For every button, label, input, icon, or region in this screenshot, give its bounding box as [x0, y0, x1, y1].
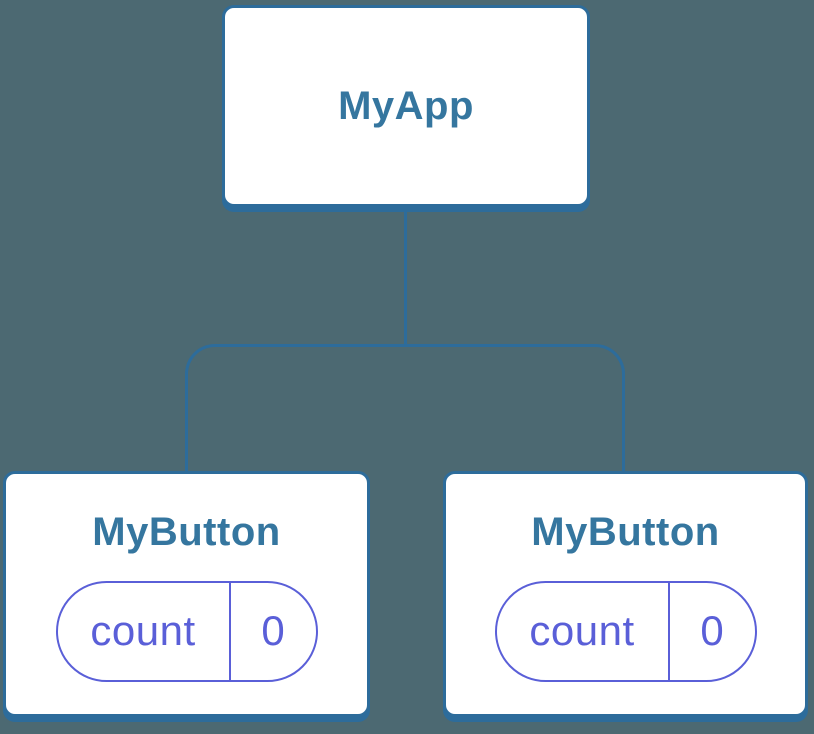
root-component-label: MyApp — [338, 84, 474, 128]
child-component-node-2: MyButton count 0 — [443, 471, 808, 717]
state-pill-divider — [667, 582, 670, 680]
state-pill: count 0 — [55, 580, 318, 682]
tree-connector-branch — [185, 344, 625, 471]
child-component-node-1: MyButton count 0 — [3, 471, 370, 717]
tree-connector-stem — [404, 211, 407, 345]
child-component-label: MyButton — [531, 509, 720, 554]
state-variable-name: count — [529, 607, 635, 654]
state-variable-value: 0 — [261, 607, 285, 654]
child-component-label: MyButton — [92, 509, 281, 554]
state-variable-value: 0 — [700, 607, 724, 654]
state-pill: count 0 — [494, 580, 757, 682]
state-variable-name: count — [90, 607, 196, 654]
root-component-node: MyApp — [222, 5, 590, 207]
state-pill-divider — [228, 582, 231, 680]
